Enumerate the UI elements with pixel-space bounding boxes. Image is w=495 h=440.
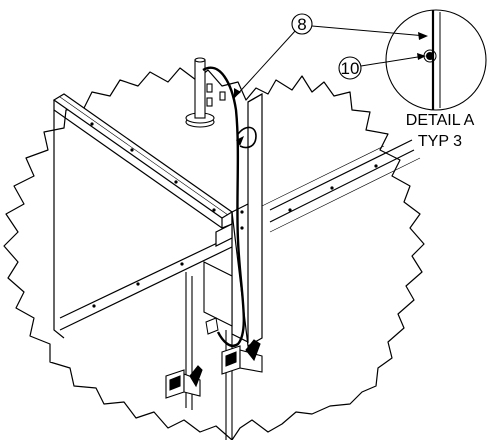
latch-lower (165, 365, 203, 399)
lower-panel (203, 261, 233, 327)
callout-label-8: 8 (297, 15, 306, 34)
rotation-arrow-head (236, 136, 244, 146)
callout-balloon-10 (338, 56, 362, 80)
rivets (90, 122, 378, 308)
leader-item-8-detail (311, 25, 427, 37)
leader-item-8 (233, 29, 297, 99)
cable (202, 66, 246, 347)
latch-upper (221, 339, 263, 375)
leader-item-8-detail-arrow (418, 32, 428, 40)
wall-panel (53, 110, 421, 339)
detail-a-fastener (426, 52, 434, 60)
leader-item-10-arrow (417, 53, 426, 60)
callout-balloon-8 (291, 13, 313, 35)
break-outline (3, 67, 425, 440)
detail-title: DETAIL A (406, 112, 475, 129)
leader-item-10 (360, 55, 425, 67)
leader-item-8-arrow (234, 88, 241, 98)
detail-subtitle: TYP 3 (418, 133, 462, 150)
top-rail (52, 93, 234, 230)
post-cap (185, 57, 226, 128)
cable-plug (205, 317, 219, 335)
callout-label-10: 10 (341, 59, 360, 78)
rotation-arrow (237, 126, 257, 149)
